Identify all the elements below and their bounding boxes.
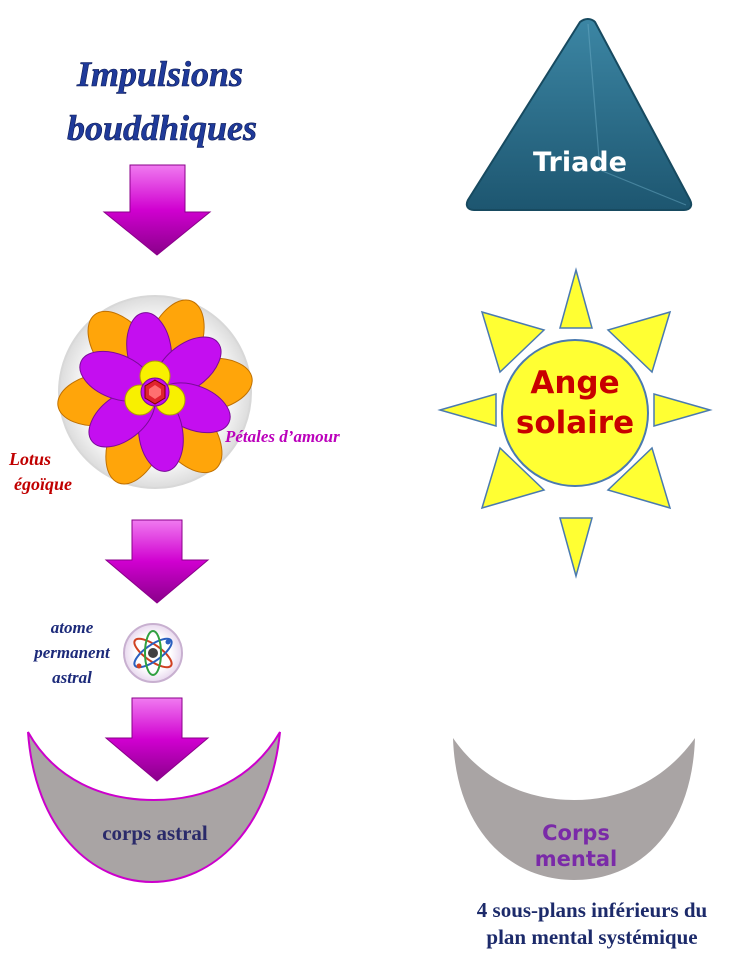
mental-body-line-1: Corps xyxy=(542,821,610,845)
title-line-1: Impulsions xyxy=(76,54,243,94)
atom-label-line-1: atome xyxy=(51,618,94,637)
lotus-label-line-1: Lotus xyxy=(8,449,51,469)
title-line-2: bouddhiques xyxy=(67,108,257,148)
triad-label: Triade xyxy=(533,147,627,178)
footnote-line-1: 4 sous-plans inférieurs du xyxy=(477,898,708,922)
astral-body-label: corps astral xyxy=(102,821,208,845)
atom-icon xyxy=(124,624,182,682)
footnote-line-2: plan mental systémique xyxy=(486,925,697,949)
solar-angel-line-2: solaire xyxy=(516,405,634,441)
lotus-flower-icon xyxy=(54,291,255,492)
petals-label: Pétales d’amour xyxy=(224,427,340,446)
down-arrow-icon xyxy=(106,698,208,781)
down-arrow-icon xyxy=(106,520,208,603)
mental-body-line-2: mental xyxy=(535,847,617,871)
down-arrow-icon xyxy=(104,165,210,255)
solar-angel-line-1: Ange xyxy=(530,365,619,401)
lotus-label-line-2: égoïque xyxy=(14,474,72,494)
triangle-icon xyxy=(467,19,691,210)
atom-label-line-3: astral xyxy=(52,668,92,687)
atom-label-line-2: permanent xyxy=(32,643,111,662)
